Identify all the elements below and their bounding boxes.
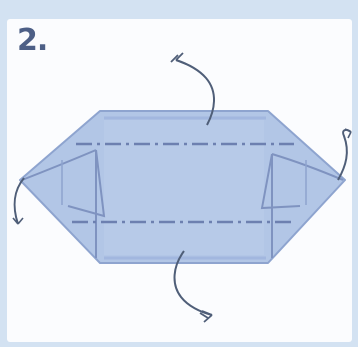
paper-center-panel bbox=[104, 120, 264, 255]
curved-arrow-right-icon bbox=[338, 129, 351, 180]
curved-arrow-left-icon bbox=[13, 178, 24, 224]
